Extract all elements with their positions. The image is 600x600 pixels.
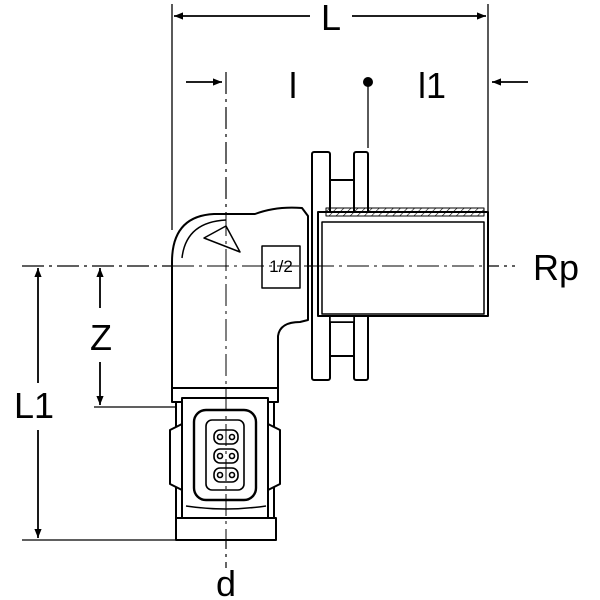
- sleeve-tab-right: [267, 423, 281, 491]
- elbow-body: [171, 206, 309, 389]
- thread-mark-plate: [261, 245, 301, 289]
- inspection-dot: [228, 471, 236, 479]
- label-L: L: [321, 0, 341, 38]
- inspection-dot: [216, 433, 224, 441]
- elbow-facet: [203, 225, 241, 253]
- dimension-L: L: [171, 0, 489, 230]
- label-L1: L1: [14, 385, 54, 426]
- inspection-dot: [228, 452, 236, 460]
- inspection-dot: [216, 471, 224, 479]
- dimension-L1: L1: [14, 268, 176, 541]
- label-l: l: [289, 65, 297, 106]
- dimension-l-l1: l l1: [186, 65, 528, 148]
- inspection-dot: [216, 452, 224, 460]
- threaded-stub-inner: [321, 221, 485, 315]
- label-rp: Rp: [533, 247, 579, 288]
- label-z: Z: [90, 317, 112, 358]
- label-l1: l1: [418, 65, 446, 106]
- elbow-inner-curve: [181, 219, 227, 259]
- thread-hatch: [325, 207, 485, 217]
- label-d: d: [216, 563, 236, 600]
- inspection-dot: [228, 433, 236, 441]
- sleeve-tab-left: [169, 423, 183, 491]
- elbow-fitting: [169, 151, 489, 541]
- flange-bolt-bottom: [329, 321, 355, 357]
- dimension-Z: Z: [90, 268, 178, 408]
